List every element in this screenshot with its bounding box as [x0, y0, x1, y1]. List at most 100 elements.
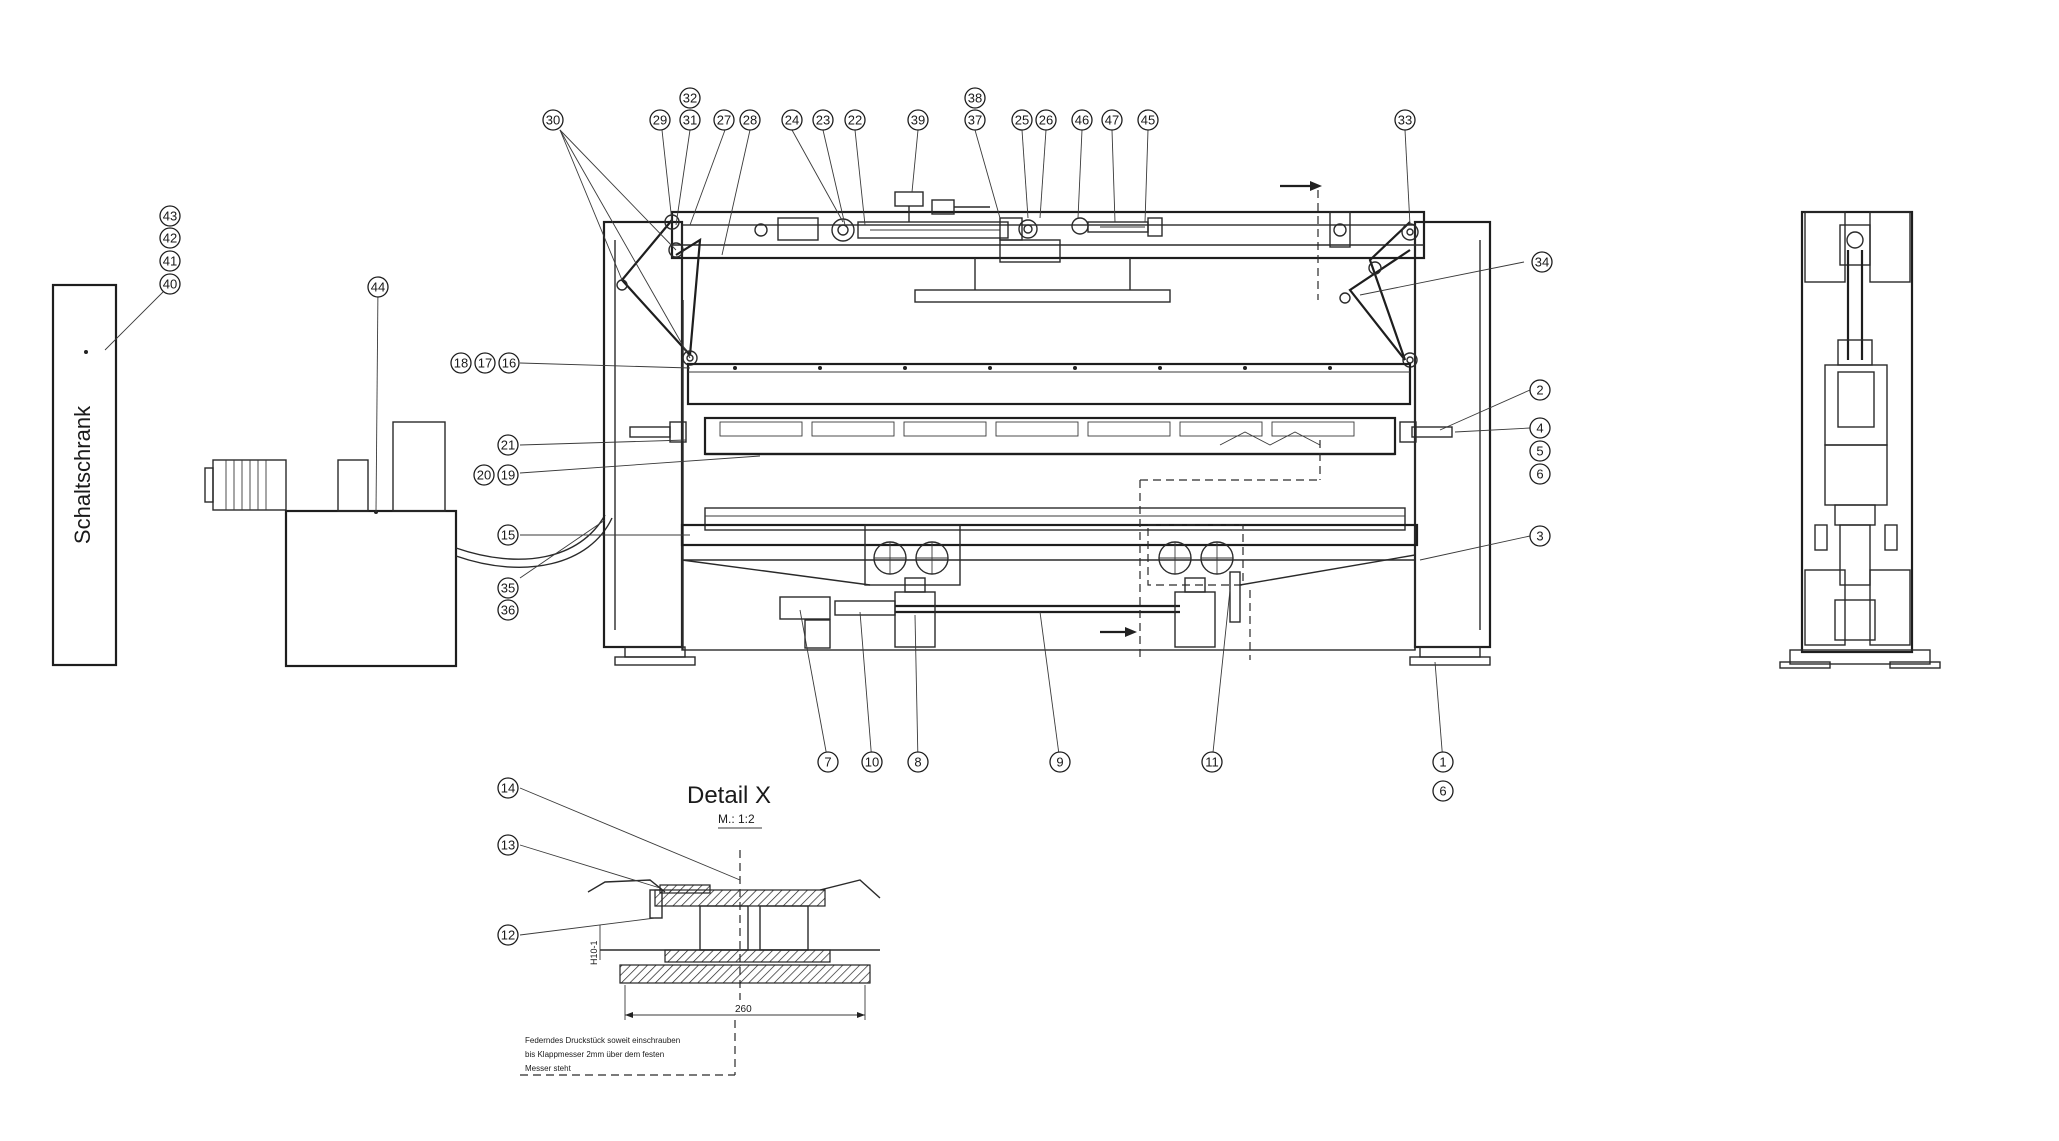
detail-x: Detail X M.: 1:2 H10-1 260 Federndes Dru…: [520, 782, 881, 1076]
callout-31: 31: [679, 109, 701, 131]
callout-39: 39: [907, 109, 929, 131]
svg-text:47: 47: [1105, 113, 1119, 128]
svg-text:28: 28: [743, 113, 757, 128]
callout-4: 4: [1529, 417, 1551, 439]
callout-19: 19: [497, 464, 519, 486]
svg-text:11: 11: [1205, 755, 1219, 770]
svg-text:26: 26: [1039, 113, 1053, 128]
callout-38: 38: [964, 87, 986, 109]
callout-43: 43: [159, 205, 181, 227]
svg-text:41: 41: [163, 254, 177, 269]
callout-23: 23: [812, 109, 834, 131]
svg-text:12: 12: [501, 928, 515, 943]
callout-29: 29: [649, 109, 671, 131]
callout-37: 37: [964, 109, 986, 131]
svg-text:30: 30: [546, 113, 560, 128]
callout-44: 44: [367, 276, 389, 298]
detail-title: Detail X: [687, 782, 771, 809]
callout-33: 33: [1394, 109, 1416, 131]
svg-text:13: 13: [501, 838, 515, 853]
detail-scale: M.: 1:2: [718, 812, 755, 826]
dim-260: 260: [735, 1004, 752, 1015]
callout-15: 15: [497, 524, 519, 546]
svg-text:23: 23: [816, 113, 830, 128]
callout-12: 12: [497, 924, 519, 946]
svg-text:9: 9: [1056, 755, 1063, 770]
callout-11: 11: [1201, 751, 1223, 773]
svg-text:4: 4: [1536, 421, 1543, 436]
svg-text:38: 38: [968, 91, 982, 106]
callout-42: 42: [159, 227, 181, 249]
svg-text:40: 40: [163, 277, 177, 292]
note-line-3: Messer steht: [525, 1064, 572, 1073]
svg-text:31: 31: [683, 113, 697, 128]
callout-24: 24: [781, 109, 803, 131]
callout-bubbles: 1 6 2 4 5 6 3 7 10 8 9 11 12 13 14 15 18…: [159, 87, 1553, 946]
callout-16: 16: [498, 352, 520, 374]
callout-40: 40: [159, 273, 181, 295]
callout-32: 32: [679, 87, 701, 109]
svg-text:46: 46: [1075, 113, 1089, 128]
svg-text:27: 27: [717, 113, 731, 128]
callout-18: 18: [450, 352, 472, 374]
svg-text:39: 39: [911, 113, 925, 128]
callout-34: 34: [1531, 251, 1553, 273]
callout-30: 30: [542, 109, 564, 131]
callout-26: 26: [1035, 109, 1057, 131]
svg-text:14: 14: [501, 781, 515, 796]
switch-cabinet-label: Schaltschrank: [70, 405, 95, 544]
callout-35: 35: [497, 577, 519, 599]
svg-text:36: 36: [501, 603, 515, 618]
callout-6: 6: [1529, 463, 1551, 485]
svg-text:19: 19: [501, 468, 515, 483]
callout-13: 13: [497, 834, 519, 856]
svg-text:1: 1: [1439, 755, 1446, 770]
svg-text:7: 7: [824, 755, 831, 770]
svg-text:15: 15: [501, 528, 515, 543]
callout-1: 1: [1432, 751, 1454, 773]
note-line-2: bis Klappmesser 2mm über dem festen: [525, 1050, 664, 1059]
machine-front-view: [602, 181, 1492, 666]
svg-text:10: 10: [865, 755, 879, 770]
svg-text:32: 32: [683, 91, 697, 106]
switch-cabinet: Schaltschrank: [51, 283, 118, 667]
svg-text:21: 21: [501, 438, 515, 453]
callout-27: 27: [713, 109, 735, 131]
callout-6-bottom: 6: [1432, 780, 1454, 802]
svg-text:16: 16: [502, 356, 516, 371]
svg-text:8: 8: [914, 755, 921, 770]
callout-5: 5: [1529, 440, 1551, 462]
svg-text:5: 5: [1536, 444, 1543, 459]
svg-text:6: 6: [1536, 467, 1543, 482]
callout-25: 25: [1011, 109, 1033, 131]
machine-side-view: [1779, 210, 1941, 669]
svg-text:2: 2: [1536, 383, 1543, 398]
callout-3: 3: [1529, 525, 1551, 547]
callout-9: 9: [1049, 751, 1071, 773]
callout-7: 7: [817, 751, 839, 773]
svg-text:37: 37: [968, 113, 982, 128]
callout-10: 10: [861, 751, 883, 773]
callout-20: 20: [473, 464, 495, 486]
callout-22: 22: [844, 109, 866, 131]
svg-text:35: 35: [501, 581, 515, 596]
svg-text:25: 25: [1015, 113, 1029, 128]
callout-45: 45: [1137, 109, 1159, 131]
svg-text:24: 24: [785, 113, 799, 128]
callout-41: 41: [159, 250, 181, 272]
leader-lines: [104, 129, 1531, 936]
svg-text:42: 42: [163, 231, 177, 246]
callout-17: 17: [474, 352, 496, 374]
callout-21: 21: [497, 434, 519, 456]
svg-text:22: 22: [848, 113, 862, 128]
callout-2: 2: [1529, 379, 1551, 401]
callout-28: 28: [739, 109, 761, 131]
svg-text:6: 6: [1439, 784, 1446, 799]
callout-47: 47: [1101, 109, 1123, 131]
callout-36: 36: [497, 599, 519, 621]
svg-text:3: 3: [1536, 529, 1543, 544]
svg-text:17: 17: [478, 356, 492, 371]
callout-46: 46: [1071, 109, 1093, 131]
hydraulic-unit: [204, 421, 613, 668]
